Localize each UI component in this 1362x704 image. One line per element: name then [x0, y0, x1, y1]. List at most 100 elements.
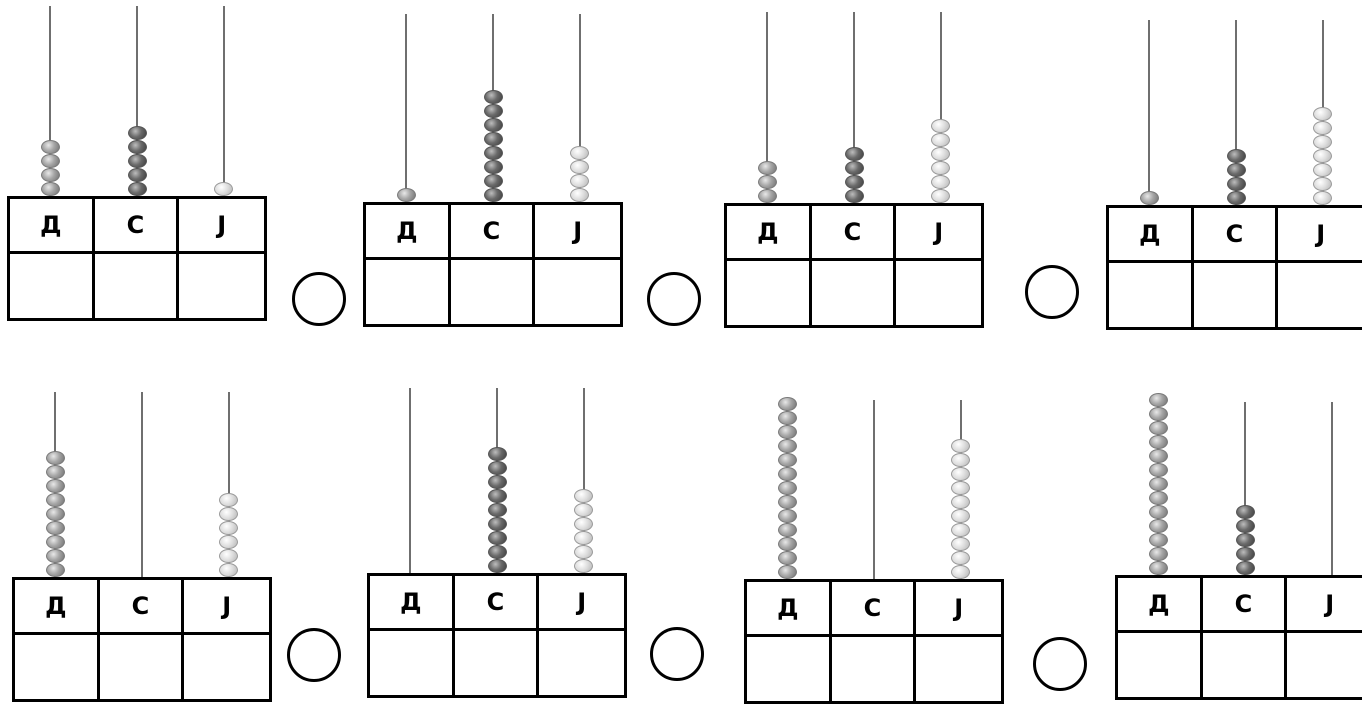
comparison-circle[interactable] — [1033, 637, 1087, 691]
abacus-bead — [778, 439, 797, 453]
comparison-circle[interactable] — [647, 272, 701, 326]
comparison-circle[interactable] — [1025, 265, 1079, 319]
abacus-bead — [46, 521, 65, 535]
answer-cell-j[interactable] — [539, 631, 624, 695]
abacus-bead — [931, 147, 950, 161]
abacus-rod-d — [1148, 20, 1150, 205]
abacus-bead — [778, 537, 797, 551]
abacus-bead — [1227, 149, 1246, 163]
abacus-bead — [1227, 191, 1246, 205]
abacus-bead — [484, 104, 503, 118]
abacus-bead — [951, 565, 970, 579]
answer-cell-c[interactable] — [95, 254, 180, 318]
abacus-bead — [484, 160, 503, 174]
abacus-bead — [845, 175, 864, 189]
abacus-bead — [845, 147, 864, 161]
abacus-bead — [574, 559, 593, 573]
column-header-d: Д — [15, 580, 100, 635]
abacus-bead — [1313, 135, 1332, 149]
abacus-bead — [1313, 191, 1332, 205]
answer-cell-j[interactable] — [179, 254, 264, 318]
column-header-j: Ј — [535, 205, 620, 260]
abacus-bead — [931, 189, 950, 203]
abacus-bead — [778, 495, 797, 509]
answer-cell-d[interactable] — [1118, 633, 1203, 697]
abacus-bead — [219, 521, 238, 535]
abacus-bead — [41, 168, 60, 182]
abacus-bead — [574, 545, 593, 559]
comparison-circle[interactable] — [287, 628, 341, 682]
answer-cell-j[interactable] — [184, 635, 269, 699]
answer-cell-d[interactable] — [727, 261, 812, 325]
abacus-bead — [1149, 505, 1168, 519]
answer-cell-c[interactable] — [1203, 633, 1288, 697]
abacus-bead — [488, 475, 507, 489]
answer-cell-j[interactable] — [535, 260, 620, 324]
abacus-bead — [778, 397, 797, 411]
answer-cell-j[interactable] — [896, 261, 981, 325]
answer-cell-j[interactable] — [916, 637, 1001, 701]
answer-cell-c[interactable] — [832, 637, 917, 701]
column-header-d: Д — [370, 576, 455, 631]
comparison-circle[interactable] — [292, 272, 346, 326]
answer-cell-d[interactable] — [366, 260, 451, 324]
answer-cell-c[interactable] — [1194, 263, 1279, 327]
answer-cell-c[interactable] — [455, 631, 540, 695]
answer-cell-j[interactable] — [1287, 633, 1362, 697]
column-header-j: Ј — [179, 199, 264, 254]
abacus-bead — [574, 503, 593, 517]
abacus-bead — [1149, 547, 1168, 561]
comparison-circle[interactable] — [650, 627, 704, 681]
abacus-bead — [46, 507, 65, 521]
answer-cell-d[interactable] — [1109, 263, 1194, 327]
answer-cell-d[interactable] — [370, 631, 455, 695]
abacus-bead — [1227, 177, 1246, 191]
abacus-bead — [128, 126, 147, 140]
answer-cell-j[interactable] — [1278, 263, 1362, 327]
abacus-bead — [574, 489, 593, 503]
answer-cell-c[interactable] — [451, 260, 536, 324]
answer-cell-d[interactable] — [747, 637, 832, 701]
abacus-bead — [488, 461, 507, 475]
answer-cell-d[interactable] — [15, 635, 100, 699]
answer-cell-c[interactable] — [100, 635, 185, 699]
abacus-bead — [778, 453, 797, 467]
abacus-bead — [488, 489, 507, 503]
abacus-bead — [1149, 435, 1168, 449]
abacus-bead — [1149, 477, 1168, 491]
place-value-table: ДСЈ — [12, 577, 272, 702]
abacus-bead — [574, 531, 593, 545]
abacus-bead — [46, 563, 65, 577]
abacus-bead — [128, 154, 147, 168]
abacus-bead — [41, 182, 60, 196]
abacus-bead — [758, 161, 777, 175]
column-header-c: С — [812, 206, 897, 261]
answer-cell-d[interactable] — [10, 254, 95, 318]
abacus-bead — [778, 425, 797, 439]
column-header-c: С — [455, 576, 540, 631]
abacus-bead — [484, 118, 503, 132]
abacus-rod-c — [141, 392, 143, 577]
answer-cell-c[interactable] — [812, 261, 897, 325]
abacus-bead — [219, 549, 238, 563]
abacus-bead — [778, 551, 797, 565]
abacus-bead — [951, 537, 970, 551]
abacus-bead — [951, 481, 970, 495]
abacus-bead — [1149, 491, 1168, 505]
abacus-bead — [46, 451, 65, 465]
abacus-bead — [488, 559, 507, 573]
abacus-bead — [951, 453, 970, 467]
abacus-bead — [219, 493, 238, 507]
abacus-bead — [128, 168, 147, 182]
abacus-bead — [46, 549, 65, 563]
abacus-bead — [1227, 163, 1246, 177]
column-header-d: Д — [10, 199, 95, 254]
abacus-rod-j — [223, 6, 225, 196]
abacus-bead — [46, 465, 65, 479]
